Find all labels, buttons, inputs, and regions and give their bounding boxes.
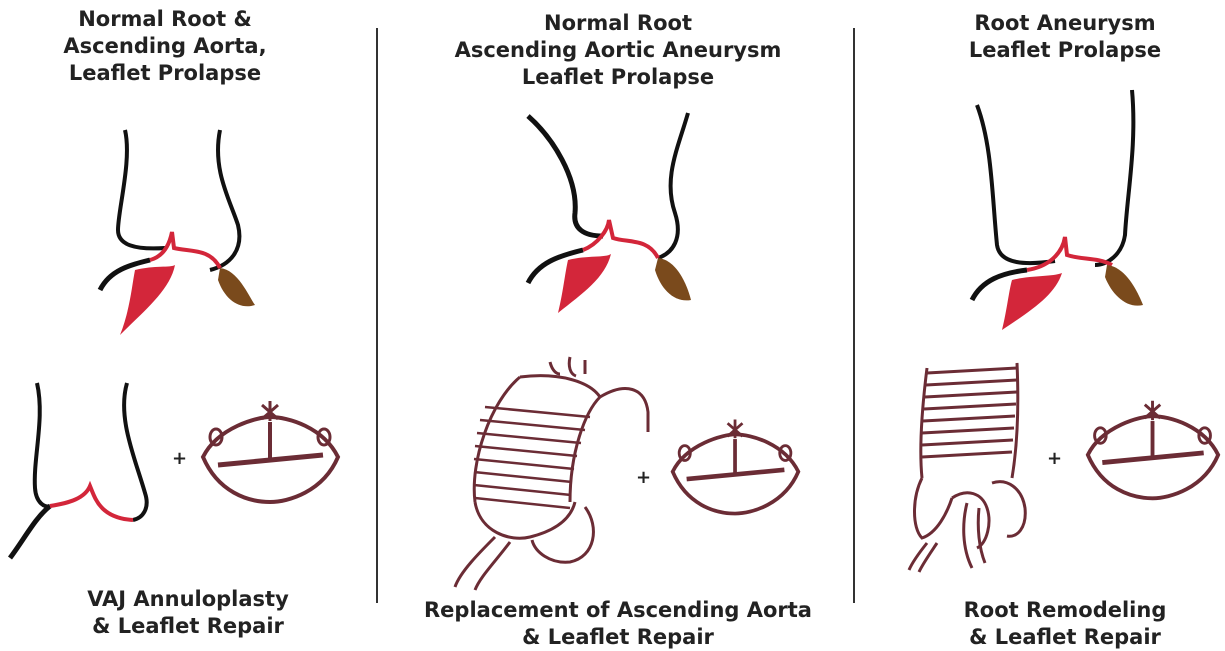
plus-sign: + [1047,448,1062,469]
title-line: Root Aneurysm [855,10,1225,37]
ascending-aneurysm-illustration [513,108,723,338]
plus-sign: + [636,467,651,488]
caption-line: & Leaflet Repair [0,613,376,640]
title-line: Ascending Aortic Aneurysm [378,37,858,64]
ascending-graft-illustration [450,352,650,592]
panel-caption: VAJ Annuloplasty & Leaflet Repair [0,586,376,640]
panel-caption: Replacement of Ascending Aorta & Leaflet… [378,597,858,651]
caption-line: Root Remodeling [855,597,1225,624]
caption-line: Replacement of Ascending Aorta [378,597,858,624]
leaflet-repair-valve-illustration [668,412,803,522]
panel-title: Root Aneurysm Leaflet Prolapse [855,10,1225,64]
title-line: Leaflet Prolapse [378,64,858,91]
root-remodeling-illustration [907,358,1042,573]
caption-line: VAJ Annuloplasty [0,586,376,613]
panel-ascending-replacement: Normal Root Ascending Aortic Aneurysm Le… [378,0,853,651]
caption-line: & Leaflet Repair [378,624,858,651]
title-line: Normal Root [378,10,858,37]
root-prolapse-illustration [80,120,280,350]
leaflet-repair-valve-illustration [1083,395,1223,505]
annuloplasty-root-illustration [5,378,165,578]
panel-title: Normal Root Ascending Aortic Aneurysm Le… [378,10,858,91]
leaflet-repair-valve-illustration [198,397,343,507]
title-line: Leaflet Prolapse [855,37,1225,64]
panel-root-remodeling: Root Aneurysm Leaflet Prolapse + [855,0,1225,651]
panel-title: Normal Root & Ascending Aorta, Leaflet P… [0,6,330,87]
caption-line: & Leaflet Repair [855,624,1225,651]
title-line: Ascending Aorta, [0,33,330,60]
title-line: Normal Root & [0,6,330,33]
title-line: Leaflet Prolapse [0,60,330,87]
plus-sign: + [172,448,187,469]
panel-vaj-annuloplasty: Normal Root & Ascending Aorta, Leaflet P… [0,0,376,651]
panel-caption: Root Remodeling & Leaflet Repair [855,597,1225,651]
root-aneurysm-illustration [967,85,1177,335]
